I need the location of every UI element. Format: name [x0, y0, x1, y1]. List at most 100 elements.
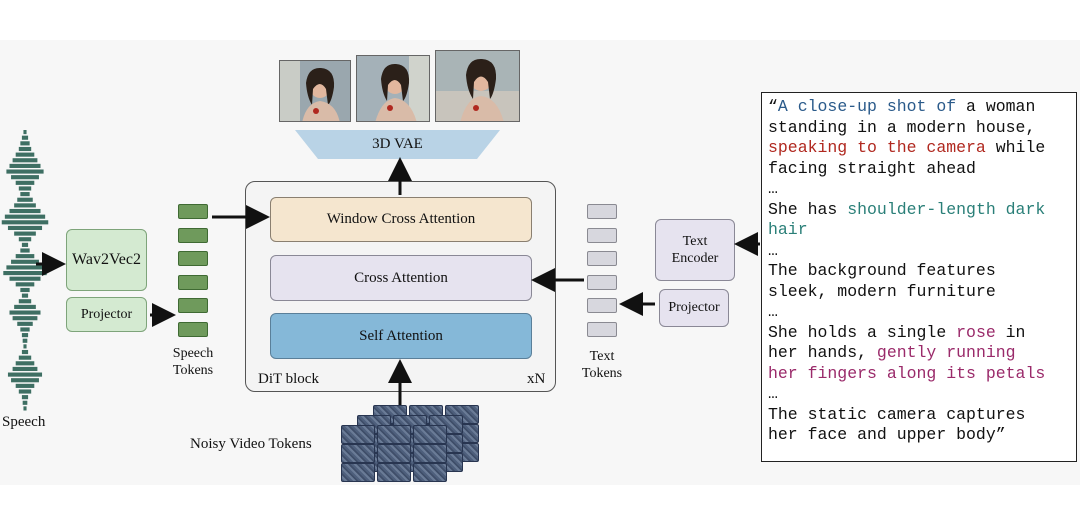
prompt-segment: A close-up shot of	[777, 97, 957, 116]
projector-left-box: Projector	[66, 297, 147, 332]
prompt-line: facing straight ahead	[768, 159, 1076, 180]
prompt-line: The background features	[768, 261, 1076, 282]
prompt-segment: while	[985, 138, 1046, 157]
prompt-line: her hands, gently running	[768, 343, 1076, 364]
waveform-bar	[21, 349, 29, 355]
projector-right-box: Projector	[659, 289, 729, 327]
prompt-segment: facing straight ahead	[768, 158, 976, 178]
waveform-bar	[11, 259, 39, 264]
waveform-bar	[22, 338, 28, 343]
prompt-segment: speaking to the camera	[768, 138, 986, 157]
waveform-bar	[9, 276, 41, 281]
video-token	[341, 425, 375, 444]
waveform-bar	[20, 192, 30, 197]
prompt-segment: her fingers along its petals	[768, 363, 1046, 383]
video-frame-3	[435, 50, 520, 122]
woman-portrait-icon	[357, 56, 429, 121]
prompt-line: “A close-up shot of a woman	[768, 97, 1076, 118]
noisy-video-tokens-label: Noisy Video Tokens	[190, 436, 312, 452]
waveform-bar	[17, 321, 33, 326]
text-token	[587, 321, 617, 337]
waveform-bar	[23, 406, 27, 411]
waveform-bar	[21, 135, 29, 140]
woman-portrait-icon	[436, 51, 519, 121]
prompt-line: The static camera captures	[768, 405, 1076, 426]
prompt-segment: sleek, modern furniture	[768, 281, 996, 301]
waveform-bar	[18, 299, 32, 304]
prompt-segment: hair	[768, 220, 808, 239]
waveform-bar	[6, 265, 44, 270]
prompt-segment: …	[768, 240, 778, 260]
repeat-label: xN	[527, 371, 546, 387]
text-token	[587, 298, 617, 313]
waveform-bar	[12, 158, 38, 163]
waveform-bar	[15, 254, 35, 259]
prompt-line: standing in a modern house,	[768, 118, 1076, 139]
waveform-bar	[9, 163, 41, 168]
waveform-bar	[1, 220, 49, 225]
video-token	[377, 463, 411, 482]
prompt-segment: She has	[768, 199, 848, 219]
prompt-segment: her hands,	[768, 343, 877, 362]
waveform-bar	[3, 271, 47, 276]
waveform-bar	[7, 372, 43, 377]
waveform-bar	[18, 389, 32, 394]
prompt-line: …	[768, 179, 1076, 200]
waveform-bar	[12, 366, 38, 372]
prompt-line: …	[768, 302, 1076, 323]
wav2vec2-box: Wav2Vec2	[66, 229, 147, 291]
waveform-bar	[15, 383, 35, 388]
prompt-line: She has shoulder-length dark	[768, 200, 1076, 221]
waveform-bar	[17, 197, 33, 202]
waveform-bar	[4, 214, 46, 219]
waveform-bar	[23, 130, 27, 135]
waveform-bar	[9, 208, 41, 214]
prompt-segment: The background features	[768, 261, 996, 280]
video-token	[413, 425, 447, 444]
prompt-segment: gently running	[876, 343, 1016, 362]
speech-token	[178, 298, 208, 313]
waveform-bar	[12, 316, 38, 321]
waveform-bar	[21, 333, 29, 338]
text-token	[587, 274, 617, 290]
prompt-line: She holds a single rose in	[768, 323, 1076, 344]
prompt-segment: standing in a modern house,	[768, 117, 1036, 137]
waveform-bar	[20, 327, 30, 332]
prompt-segment: …	[768, 384, 778, 403]
video-token	[377, 425, 411, 444]
self-attention-block: Self Attention	[270, 313, 532, 359]
waveform-bar	[14, 304, 36, 309]
prompt-segment: “	[768, 97, 778, 116]
waveform-bar	[21, 395, 29, 400]
video-token	[413, 463, 447, 482]
waveform-bar	[18, 146, 32, 152]
speech-waveform-icon	[1, 130, 49, 411]
waveform-bar	[23, 344, 27, 349]
waveform-bar	[20, 287, 30, 293]
text-token	[587, 227, 617, 243]
speech-token	[178, 251, 208, 266]
woman-portrait-icon	[280, 61, 350, 121]
text-encoder-box: Text Encoder	[655, 219, 735, 281]
vae-trapezoid	[295, 130, 500, 159]
waveform-bar	[18, 355, 32, 360]
prompt-line: …	[768, 384, 1076, 405]
prompt-line: her face and upper body”	[768, 425, 1076, 446]
waveform-bar	[18, 237, 32, 242]
prompt-segment: shoulder-length dark	[847, 199, 1046, 219]
waveform-bar	[15, 180, 35, 185]
prompt-segment: …	[768, 302, 778, 321]
waveform-bar	[11, 378, 39, 383]
waveform-bar	[14, 203, 36, 208]
waveform-bar	[21, 293, 29, 298]
waveform-bar	[15, 152, 35, 157]
waveform-bar	[7, 225, 43, 231]
waveform-bar	[15, 361, 35, 366]
speech-token	[178, 227, 208, 243]
prompt-segment: her face and upper body”	[768, 425, 1006, 444]
speech-label: Speech	[2, 414, 46, 430]
prompt-segment: rose	[956, 322, 996, 342]
prompt-line: speaking to the camera while	[768, 138, 1076, 159]
